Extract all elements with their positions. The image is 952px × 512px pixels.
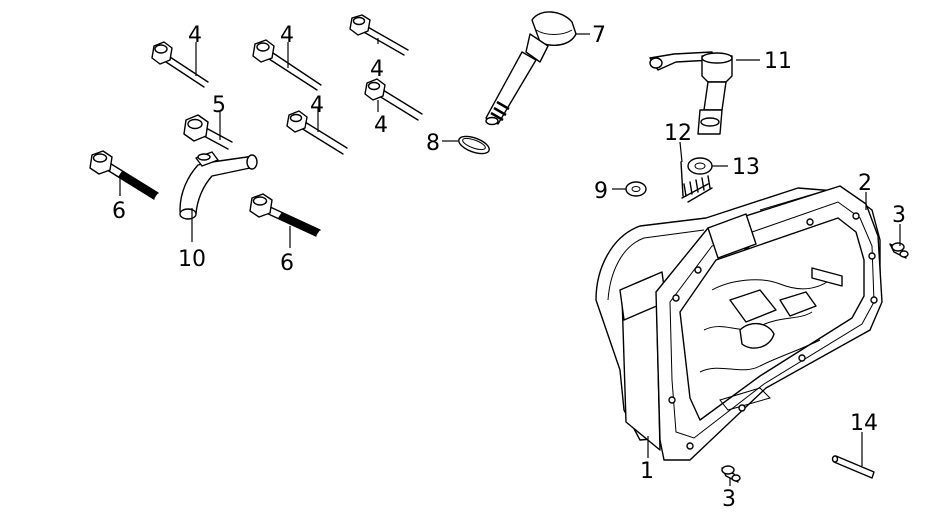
callout-9: 9 [594, 179, 608, 204]
callout-6-a: 6 [112, 199, 126, 224]
dowel-pin-3-top [889, 242, 909, 259]
dowel-pin-3-bottom [721, 465, 741, 483]
callout-11: 11 [764, 49, 792, 74]
callout-7: 7 [592, 23, 606, 48]
callout-8: 8 [426, 131, 440, 156]
bolt-4-d [364, 78, 423, 121]
bolt-6-b [249, 193, 321, 237]
callout-12: 12 [664, 121, 692, 146]
callout-4-a: 4 [188, 23, 202, 48]
bolt-4-e [286, 110, 348, 155]
bolt-6-a [89, 150, 159, 200]
breather-fitting-11 [649, 51, 733, 135]
washer-9 [625, 181, 647, 197]
callout-10: 10 [178, 247, 206, 272]
callout-3-bottom: 3 [722, 487, 736, 512]
callout-4-c: 4 [370, 57, 384, 82]
callout-1: 1 [640, 459, 654, 484]
o-ring-8 [458, 135, 490, 155]
callout-14: 14 [850, 411, 878, 436]
callout-13: 13 [732, 155, 760, 180]
callout-4-d: 4 [374, 113, 388, 138]
bolt-5 [183, 114, 233, 150]
washer-13 [687, 157, 713, 175]
bolt-4-b [252, 39, 322, 91]
bolt-4-a [151, 41, 209, 88]
callout-2: 2 [858, 171, 872, 196]
spring-12 [680, 161, 713, 203]
callout-labels: 4 4 4 4 4 5 6 6 7 8 9 10 11 12 13 2 3 3 … [112, 23, 906, 512]
callout-5: 5 [212, 93, 226, 118]
leader-lines [119, 33, 901, 486]
callout-3-top: 3 [892, 203, 906, 228]
dipstick-7 [485, 11, 577, 126]
callout-6-b: 6 [280, 251, 294, 276]
bolt-4-c [349, 14, 409, 56]
cylinder-head-cover-1 [595, 185, 883, 461]
callout-4-b: 4 [280, 23, 294, 48]
pin-14 [831, 455, 875, 479]
callout-4-e: 4 [310, 93, 324, 118]
